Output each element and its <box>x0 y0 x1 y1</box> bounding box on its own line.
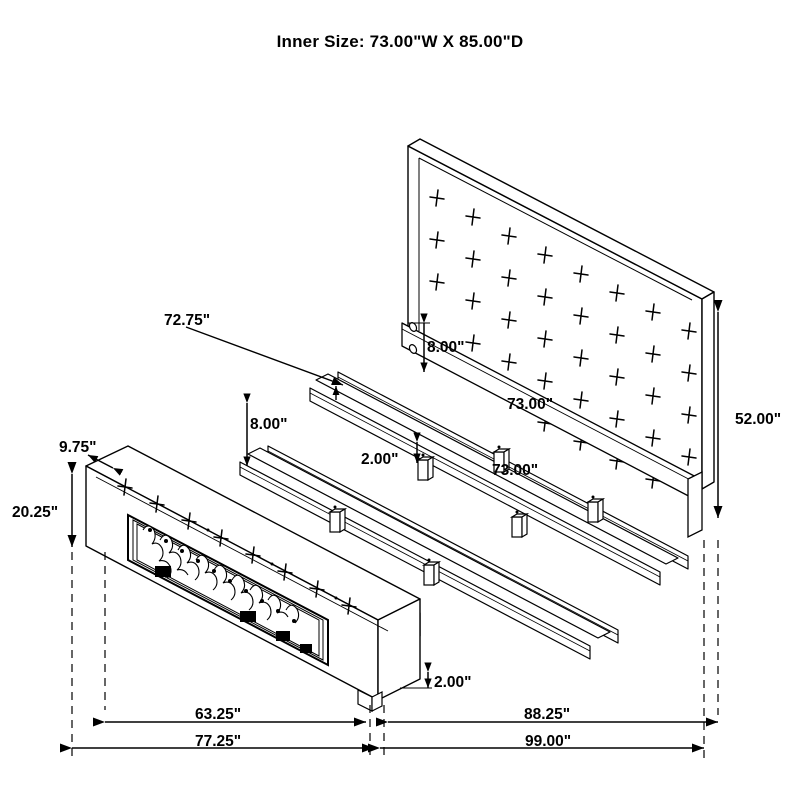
dimline-9-75 <box>87 454 124 476</box>
dim-label-footboard-height: 20.25" <box>12 504 59 521</box>
dim-label-slat-span-lower: 73.00" <box>492 462 539 479</box>
footboard-feet <box>357 689 383 712</box>
dim-label-overall-length: 99.00" <box>525 733 572 750</box>
slat-support-legs <box>327 445 606 587</box>
dim-label-headboard-to-rail-offset: 72.75" <box>164 312 211 329</box>
dim-label-footboard-inner-width: 63.25" <box>195 706 242 723</box>
dim-label-footboard-depth: 9.75" <box>59 439 97 456</box>
dim-label-slat-span-upper: 73.00" <box>507 396 554 413</box>
dim-label-rail-gap-upper: 8.00" <box>427 339 465 356</box>
page-title: Inner Size: 73.00"W X 85.00"D <box>276 32 524 51</box>
leader-72-75 <box>185 326 344 386</box>
footboard-decorative-panel <box>127 513 329 667</box>
dimension-lines <box>60 300 723 760</box>
dim-label-rail-gap-lower: 8.00" <box>250 416 288 433</box>
dim-label-headboard-height: 52.00" <box>735 411 782 428</box>
headboard <box>407 138 715 490</box>
dim-label-leg-clearance: 2.00" <box>434 674 472 691</box>
footboard <box>85 445 421 701</box>
dim-label-footboard-outer-width: 77.25" <box>195 733 242 750</box>
rail-bolt-holes <box>408 322 418 354</box>
dim-label-bed-rail-length: 88.25" <box>524 706 571 723</box>
right-rail-foot <box>687 470 703 539</box>
footboard-tufting-pattern <box>117 478 357 615</box>
dim-label-slat-thickness: 2.00" <box>361 451 399 468</box>
